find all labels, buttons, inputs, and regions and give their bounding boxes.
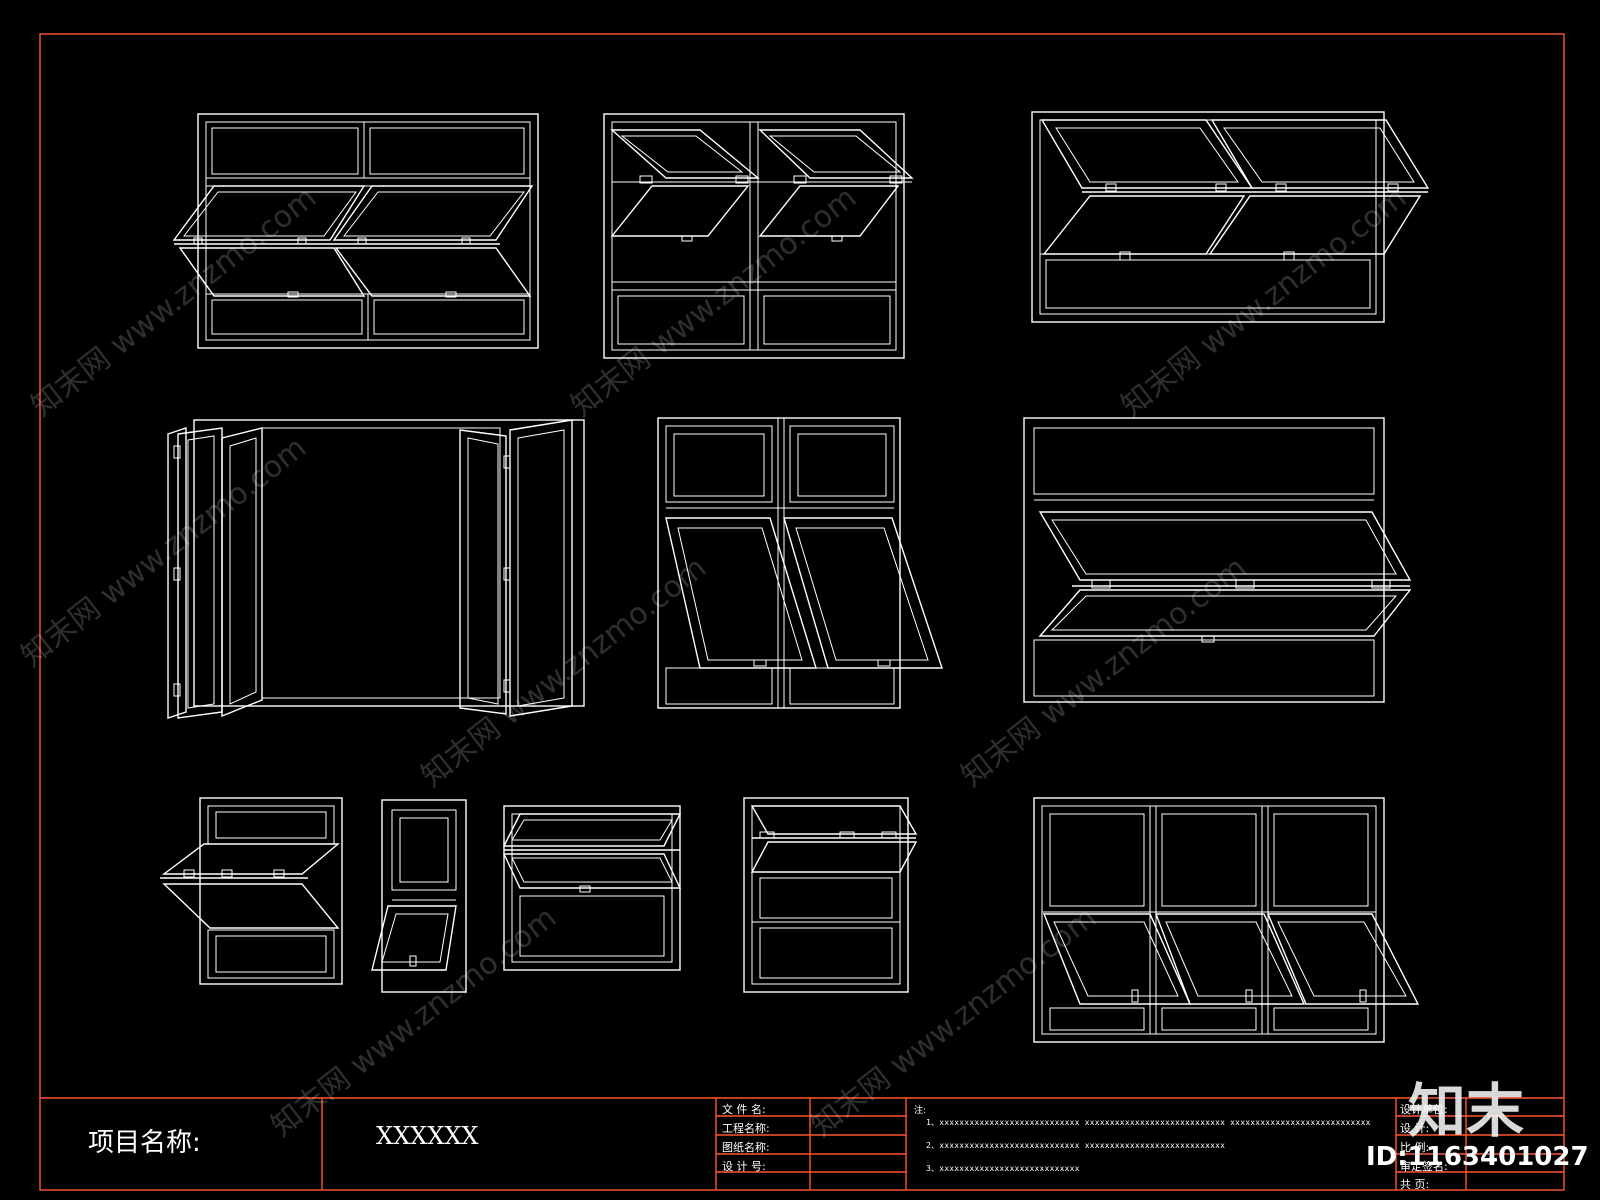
field-file-name: 文 件 名: (722, 1103, 766, 1116)
window-11-triple-hopper (1033, 797, 1420, 1043)
drawing-frame-border (39, 33, 1565, 1191)
window-7-small-awning (160, 797, 343, 985)
window-8-narrow-hopper (371, 799, 467, 993)
title-block-field-rows (716, 1115, 1564, 1173)
window-9-square-awning (502, 805, 682, 971)
window-10-top-awning (743, 797, 918, 993)
window-6-single-wide-awning (1023, 417, 1412, 703)
field-approval-signature: 审定签名: (1400, 1160, 1448, 1173)
note-line-3: 3、xxxxxxxxxxxxxxxxxxxxxxxxxxxx (926, 1164, 1080, 1173)
notes-label: 注: (914, 1106, 927, 1116)
window-1-double-awning (172, 113, 539, 349)
window-4-folding-casement (167, 419, 585, 719)
watermark-id: ID:1163401027 (1366, 1142, 1589, 1172)
window-3-wide-double-awning (1031, 111, 1430, 323)
window-2-double-column-awning (603, 113, 914, 359)
field-total-pages: 共 页: (1400, 1178, 1430, 1191)
note-line-2: 2、xxxxxxxxxxxxxxxxxxxxxxxxxxxx xxxxxxxxx… (926, 1141, 1226, 1150)
project-name-label: 项目名称: (88, 1128, 201, 1158)
field-design-unit: 设计单位: (1400, 1103, 1448, 1116)
field-design-number: 设 计 号: (722, 1160, 766, 1173)
field-scale: 比 例: (1400, 1141, 1430, 1154)
window-5-double-hopper (657, 417, 943, 709)
watermark-logo: 知末 (1408, 1077, 1525, 1145)
field-project-name: 工程名称: (722, 1122, 770, 1135)
note-line-1: 1、xxxxxxxxxxxxxxxxxxxxxxxxxxxx xxxxxxxxx… (926, 1118, 1371, 1127)
field-designer: 设 计: (1400, 1122, 1430, 1135)
field-drawing-name: 图纸名称: (722, 1141, 770, 1154)
project-name-value: XXXXXX (376, 1122, 479, 1150)
